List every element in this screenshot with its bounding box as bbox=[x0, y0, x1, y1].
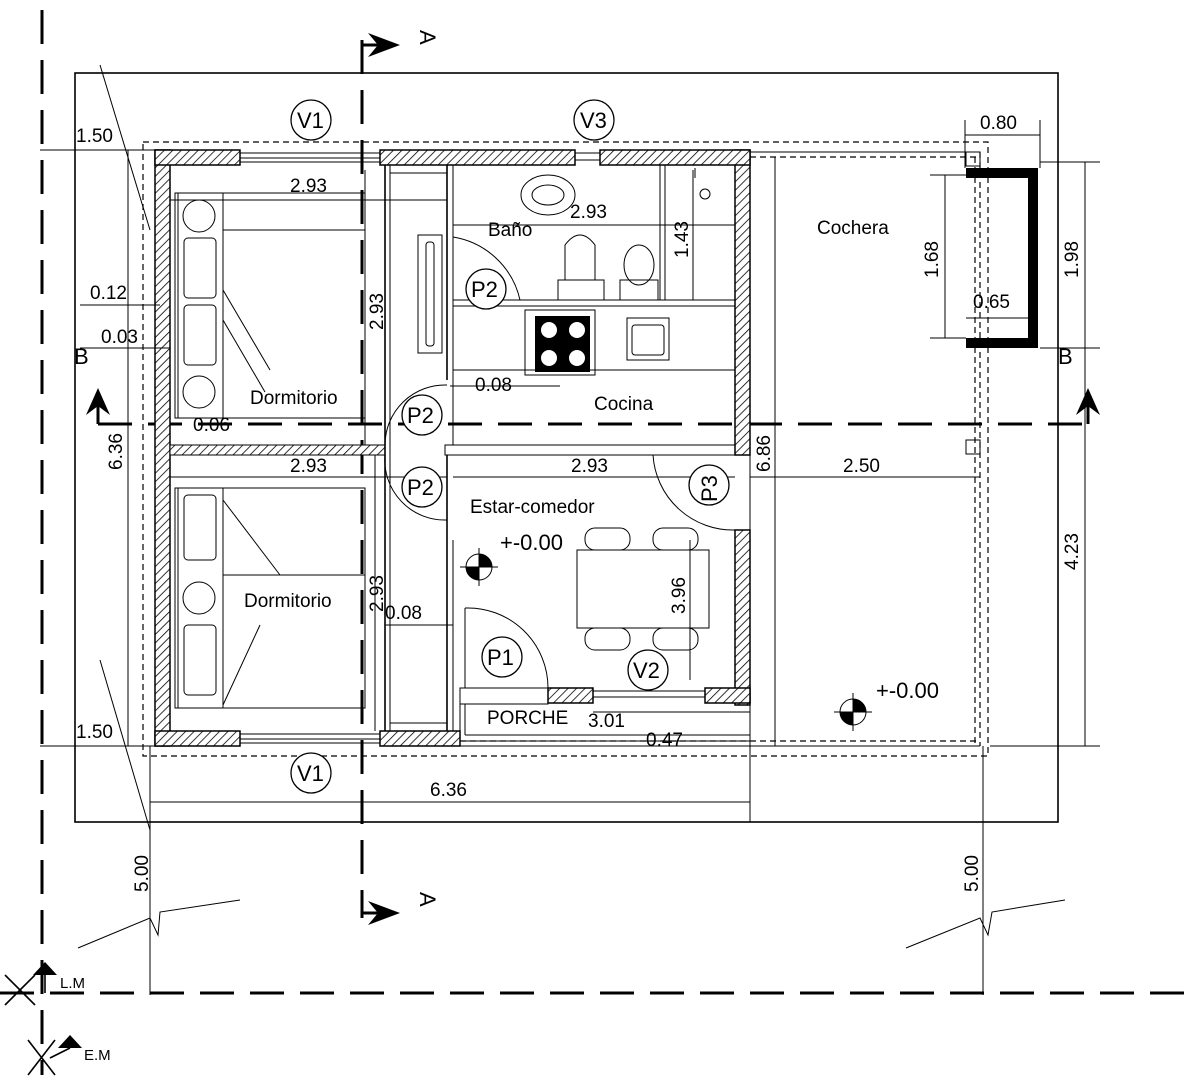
dim-estar-height: 3.96 bbox=[669, 577, 690, 614]
kitchen-fixtures bbox=[524, 309, 670, 376]
dim-overall-height-left: 6.36 bbox=[106, 433, 127, 470]
room-cochera: Cochera bbox=[817, 218, 889, 239]
room-cocina: Cocina bbox=[594, 394, 654, 415]
dim-front-left: 5.00 bbox=[132, 855, 153, 892]
dim-column-width: 0.80 bbox=[980, 113, 1017, 134]
slab-outline bbox=[142, 141, 989, 757]
dim-setback-bottom: 1.50 bbox=[76, 722, 113, 743]
dim-porche-depth: 0.47 bbox=[646, 730, 683, 751]
bathroom-fixtures bbox=[520, 168, 711, 301]
em-symbol bbox=[27, 1035, 82, 1076]
tag-p2-dorm-top: P2 bbox=[407, 403, 434, 428]
dim-partition-estar: 0.08 bbox=[385, 603, 422, 624]
dim-bano-height: 1.43 bbox=[672, 221, 693, 258]
dining-table bbox=[576, 527, 710, 651]
dim-column-height: 1.68 bbox=[922, 241, 943, 278]
tag-v1-bottom: V1 bbox=[297, 761, 324, 786]
section-b-arrow-right bbox=[1076, 388, 1100, 424]
level-marker-estar bbox=[460, 548, 498, 586]
tag-p2-dorm-bottom: P2 bbox=[407, 475, 434, 500]
dim-column-depth: 0.65 bbox=[973, 292, 1010, 313]
dim-wall-ext: 0.12 bbox=[90, 283, 127, 304]
dim-estar-width: 2.93 bbox=[571, 456, 608, 477]
dim-cochera-width: 2.50 bbox=[843, 456, 880, 477]
dim-inner-gap: 0.06 bbox=[193, 415, 230, 436]
level-estar: +-0.00 bbox=[500, 530, 563, 555]
tag-v3: V3 bbox=[580, 108, 607, 133]
room-porche: PORCHE bbox=[487, 708, 568, 729]
lot-boundary bbox=[74, 72, 1059, 823]
dim-overall-width: 6.36 bbox=[430, 780, 467, 801]
level-marker-cochera bbox=[834, 693, 872, 731]
dim-dorm-bottom-height: 2.93 bbox=[367, 575, 388, 612]
carport-column bbox=[966, 168, 1038, 348]
cochera-outline bbox=[460, 151, 981, 747]
section-a-label-bottom: A bbox=[415, 892, 440, 907]
room-estar: Estar-comedor bbox=[470, 497, 595, 518]
tag-p2-bano: P2 bbox=[471, 277, 498, 302]
section-b-label-right: B bbox=[1058, 344, 1073, 369]
dim-dorm-bottom-width: 2.93 bbox=[290, 456, 327, 477]
section-a-label-top: A bbox=[415, 30, 440, 45]
tag-v2: V2 bbox=[633, 658, 660, 683]
room-dormitorio-top: Dormitorio bbox=[250, 388, 338, 409]
porche-outline bbox=[459, 687, 750, 741]
bed-top bbox=[174, 192, 366, 419]
lm-label: L.M bbox=[60, 975, 85, 992]
dim-setback-top: 1.50 bbox=[76, 126, 113, 147]
tag-p1: P1 bbox=[487, 645, 514, 670]
break-lines bbox=[77, 64, 1066, 949]
room-bano: Baño bbox=[488, 220, 532, 241]
dim-porche-width: 3.01 bbox=[588, 711, 625, 732]
dim-bano-width: 2.93 bbox=[570, 202, 607, 223]
dim-dorm-top-width: 2.93 bbox=[290, 176, 327, 197]
em-label: E.M bbox=[84, 1047, 111, 1064]
exterior-walls bbox=[154, 149, 751, 747]
dim-gap: 0.03 bbox=[101, 327, 138, 348]
dim-dorm-top-height: 2.93 bbox=[367, 293, 388, 330]
level-cochera: +-0.00 bbox=[876, 678, 939, 703]
section-b-label-left: B bbox=[74, 344, 89, 369]
tag-v1-top: V1 bbox=[297, 108, 324, 133]
opening-tags bbox=[290, 99, 730, 794]
dim-cochera-bottom-height: 4.23 bbox=[1062, 533, 1083, 570]
dim-front-right: 5.00 bbox=[962, 855, 983, 892]
lm-symbol bbox=[4, 962, 57, 1006]
section-a-arrow-top bbox=[362, 33, 400, 57]
section-a-arrow-bottom bbox=[362, 901, 400, 925]
room-dormitorio-bottom: Dormitorio bbox=[244, 591, 332, 612]
tag-p3: P3 bbox=[697, 475, 722, 502]
wardrobe-rod bbox=[417, 234, 443, 354]
dim-cochera-top-height: 1.98 bbox=[1062, 241, 1083, 278]
dimension-lines bbox=[40, 120, 1100, 995]
dim-partition-kitchen: 0.08 bbox=[475, 375, 512, 396]
section-b-arrow-left bbox=[86, 388, 110, 424]
bed-bottom bbox=[174, 487, 366, 709]
door-swings bbox=[384, 236, 736, 689]
dim-overall-height-right: 6.86 bbox=[754, 435, 775, 472]
windows bbox=[240, 152, 705, 744]
